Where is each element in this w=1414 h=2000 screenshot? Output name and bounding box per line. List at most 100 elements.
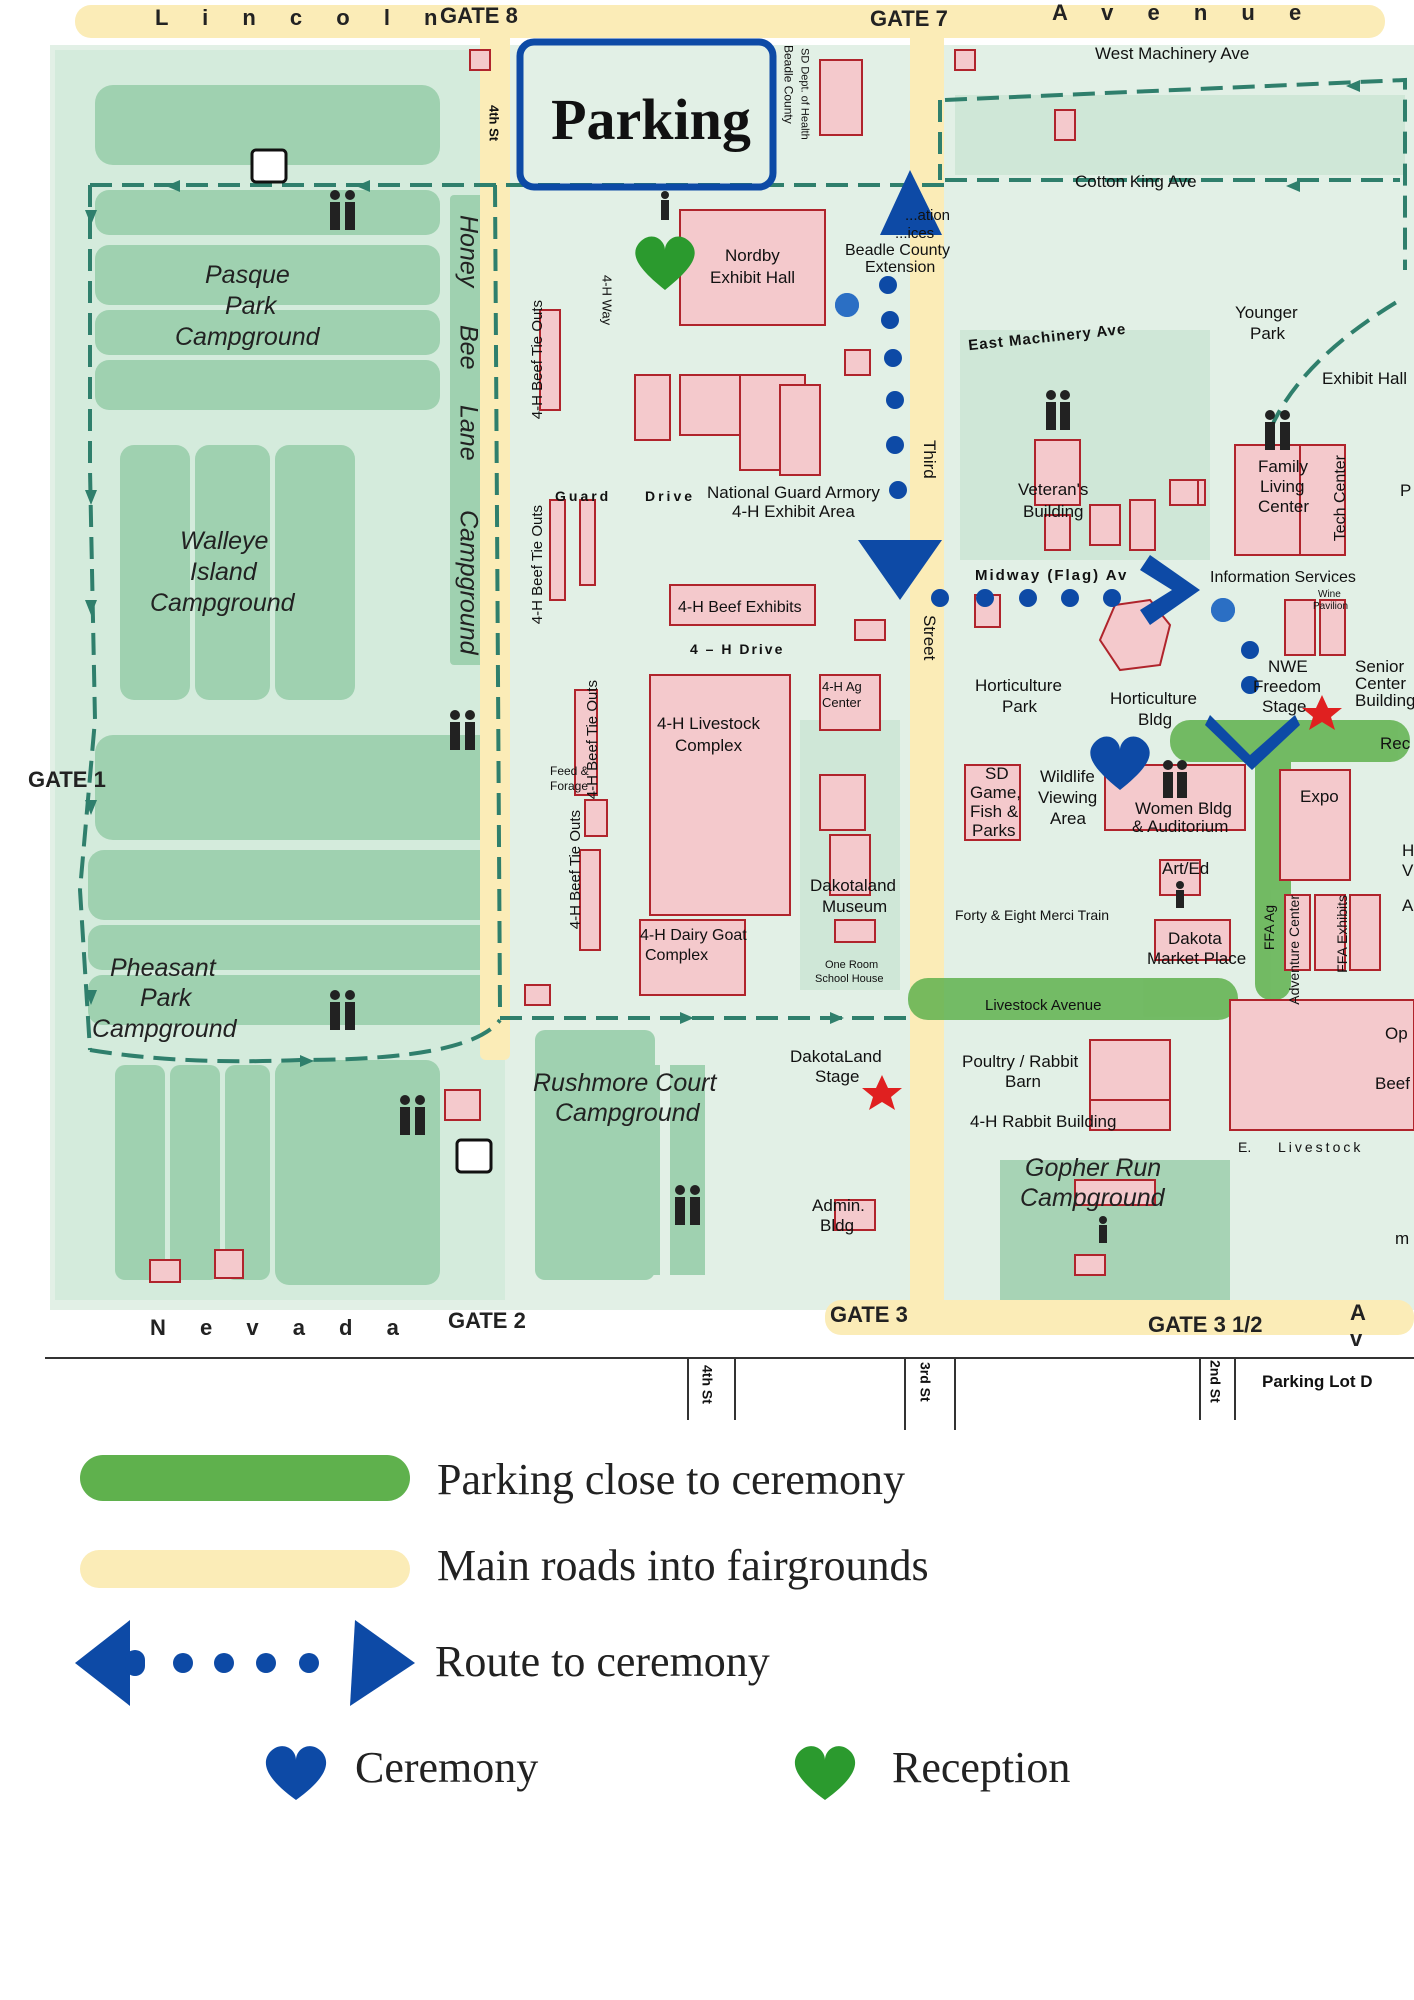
nevada-road-label: N e v a d a — [150, 1315, 413, 1340]
beef-tie-outs-4-label: 4-H Beef Tie Outs — [567, 810, 584, 930]
beef-partial-label: Beef — [1375, 1074, 1410, 1093]
lower-second-st-label: 2nd St — [1207, 1360, 1224, 1403]
cotton-king-label: Cotton King Ave — [1075, 172, 1197, 191]
honey-label: Honey — [454, 215, 483, 288]
area-label: Area — [1050, 809, 1086, 828]
west-machinery-label: West Machinery Ave — [1095, 44, 1250, 63]
living-label: Living — [1260, 477, 1305, 496]
adventure-center-label: Adventure Center — [1286, 895, 1302, 1005]
ag-center-line-2: Center — [822, 695, 862, 710]
rushmore-campground-label: Campground — [555, 1099, 700, 1127]
younger-label: Younger — [1235, 303, 1298, 322]
street-label: Street — [919, 615, 939, 661]
gate-3-label: GATE 3 — [830, 1302, 908, 1327]
information-icon — [835, 293, 1235, 622]
veterans-building-label: Building — [1023, 502, 1084, 521]
legend-roads-label: Main roads into fairgrounds — [437, 1541, 929, 1590]
forty-eight-label: Forty & Eight Merci Train — [955, 907, 1110, 923]
admin-label: Admin. — [812, 1196, 865, 1215]
h-partial-label: H — [1402, 841, 1414, 860]
gopher-label: Gopher Run — [1025, 1154, 1162, 1182]
lower-third-st-label: 3rd St — [917, 1362, 934, 1402]
school-house-label: School House — [815, 973, 884, 985]
legend-ceremony-heart-icon — [265, 1746, 327, 1800]
extension-line-2: ...ices — [895, 225, 935, 242]
dairy-goat-label: 4-H Dairy Goat — [640, 927, 747, 944]
walleye-campground-label: Campground — [150, 589, 295, 617]
admin-bldg-label: Bldg — [820, 1216, 855, 1235]
viewing-label: Viewing — [1038, 788, 1098, 807]
livestock-complex-line-2: Complex — [675, 736, 743, 755]
feed-label: Feed & — [550, 764, 589, 778]
barn-label: Barn — [1005, 1072, 1041, 1091]
tech-center-label: Tech Center — [1332, 455, 1349, 542]
extension-line-3: Beadle County — [845, 242, 950, 259]
gate-8-label: GATE 8 — [440, 3, 518, 28]
bee-label: Bee — [454, 325, 483, 370]
auditorium-label: & Auditorium — [1132, 817, 1229, 836]
four-h-drive-label: 4 – H Drive — [690, 641, 785, 657]
veterans-label: Veteran's — [1018, 480, 1089, 499]
nordby-hall-label: Exhibit Hall — [710, 268, 796, 287]
wine-label: Wine — [1318, 589, 1341, 600]
v-partial-label: V — [1402, 861, 1414, 880]
pasque-campground-label: Campground — [175, 323, 320, 351]
rec-partial-label: Rec — [1380, 734, 1411, 753]
poultry-rabbit-label: Poultry / Rabbit — [962, 1052, 1079, 1071]
avenue-road-label: A v e n u e — [1052, 0, 1316, 25]
legend-reception-heart-icon — [794, 1746, 856, 1800]
senior-building-label: Building — [1355, 691, 1414, 710]
midway-label: Midway (Flag) Av — [975, 567, 1129, 584]
op-partial-label: Op — [1385, 1024, 1408, 1043]
four-h-way-label: 4-H Way — [599, 275, 615, 326]
fourth-st-label: 4th St — [486, 105, 502, 142]
beef-exhibits-label: 4-H Beef Exhibits — [678, 599, 802, 616]
legend-parking-label: Parking close to ceremony — [437, 1455, 905, 1504]
a-partial-label: A — [1402, 896, 1414, 915]
center-label: Center — [1258, 497, 1310, 516]
senior-label: Senior — [1355, 657, 1405, 676]
avenue-south-label: A v — [1350, 1300, 1380, 1351]
senior-center-label: Center — [1355, 674, 1407, 693]
pheasant-park-label: Park — [140, 984, 192, 1012]
livestock-avenue-label: Livestock Avenue — [985, 997, 1102, 1014]
drive-label: Drive — [645, 488, 696, 504]
route-arrow-left-icon — [75, 1620, 130, 1706]
route-arrow-right-icon — [350, 1620, 415, 1706]
dakotaland-museum-label: Dakotaland — [810, 876, 897, 895]
museum-label: Museum — [822, 897, 888, 916]
pheasant-label: Pheasant — [110, 954, 216, 982]
exhibit-hall-label: Exhibit Hall — [1322, 369, 1408, 388]
pheasant-campground-label: Campground — [92, 1015, 237, 1043]
horticulture-bldg-line-2: Bldg — [1138, 710, 1173, 729]
island-label: Island — [190, 558, 257, 586]
sd-label: SD — [985, 764, 1009, 783]
game-label: Game, — [970, 783, 1022, 802]
art-ed-label: Art/Ed — [1162, 859, 1210, 878]
lower-fourth-st-label: 4th St — [699, 1365, 716, 1404]
one-room-label: One Room — [825, 959, 879, 971]
gate-1-label: GATE 1 — [28, 767, 106, 792]
info-services-label: Information Services — [1210, 569, 1356, 586]
m-partial-label: m — [1395, 1229, 1410, 1248]
stage-label: Stage — [1262, 697, 1307, 716]
freedom-label: Freedom — [1253, 677, 1322, 696]
family-label: Family — [1258, 457, 1309, 476]
guard-label: Guard — [555, 488, 612, 504]
legend-reception-label: Reception — [892, 1743, 1071, 1792]
rabbit-building-label: 4-H Rabbit Building — [970, 1112, 1117, 1131]
lane-label: Lane — [454, 405, 483, 461]
parking-lot-d-label: Parking Lot D — [1262, 1372, 1373, 1391]
rushmore-label: Rushmore Court — [533, 1069, 717, 1097]
four-h-exhibit-area-label: 4-H Exhibit Area — [732, 502, 855, 521]
ffa-exhibits-label: FFA Exhibits — [1334, 895, 1350, 973]
younger-park-label: Park — [1250, 324, 1285, 343]
ffa-ag-label: FFA Ag — [1261, 905, 1277, 951]
wildlife-label: Wildlife — [1040, 767, 1095, 786]
third-street-label: Third — [919, 440, 939, 479]
market-place-label: Market Place — [1147, 949, 1247, 968]
forage-label: Forage — [550, 779, 589, 793]
p-partial-label: P — [1400, 481, 1412, 500]
dakotaland-stage-label: DakotaLand — [790, 1047, 882, 1066]
